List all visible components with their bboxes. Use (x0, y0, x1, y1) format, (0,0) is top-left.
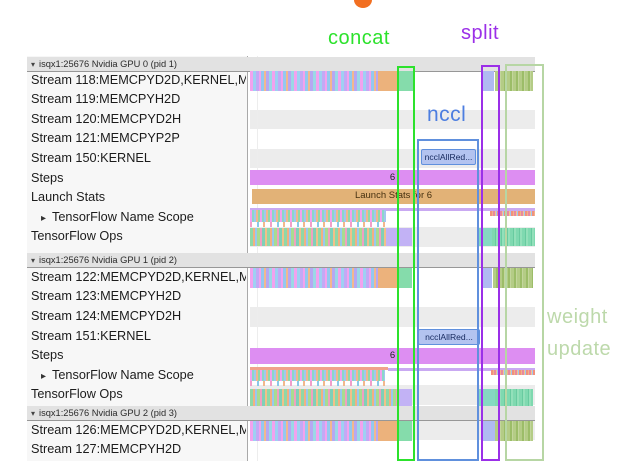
annotation-label-split: split (461, 22, 500, 44)
expanded-icon: ▾ (31, 409, 36, 418)
event-bar-name-scope-gpu0[interactable] (250, 210, 386, 222)
event-bar-tf-ops-right-gpu1[interactable] (495, 388, 533, 406)
event-bar-nccl-allreduce-gpu0[interactable]: ncclAllRed... (421, 148, 476, 165)
collapsed-icon: ▸ (41, 212, 47, 224)
annotation-label-nccl: nccl (427, 103, 467, 126)
event-bar-tf-ops-gpu0[interactable] (250, 228, 386, 247)
expanded-icon: ▾ (31, 255, 36, 265)
event-bar-stream126-concat[interactable] (397, 421, 412, 441)
annotation-label-weight: weight (547, 306, 608, 328)
process-header-gpu1[interactable]: ▾isqx1:25676 Nvidia GPU 1 (pid 2) (27, 252, 535, 268)
track-label-stream-150: Stream 150:KERNEL (31, 150, 151, 165)
collapsed-icon: ▸ (41, 370, 47, 382)
event-bar-name-scope-cluster-gpu1[interactable] (491, 369, 535, 375)
event-bar-steps-gpu0[interactable]: 6 (250, 169, 535, 186)
track-label-stream-119: Stream 119:MEMCPYH2D (31, 92, 181, 107)
event-bar-stream122-kernels[interactable] (250, 268, 378, 288)
event-bar-tf-ops-gpu1[interactable] (250, 388, 398, 406)
track-label-tf-ops-gpu0: TensorFlow Ops (31, 229, 123, 244)
event-bar-stream126-weight-update[interactable] (495, 421, 533, 441)
event-bar-stream118-weight-update[interactable] (495, 71, 533, 91)
process-header-gpu2[interactable]: ▾isqx1:25676 Nvidia GPU 2 (pid 3) (27, 406, 535, 421)
row-stripe (250, 109, 535, 130)
track-label-name-scope-gpu0[interactable]: ▸TensorFlow Name Scope (31, 208, 256, 228)
process-header-label: isqx1:25676 Nvidia GPU 0 (pid 1) (39, 58, 177, 69)
event-bar-stream118-split[interactable] (481, 71, 494, 91)
event-bar-stream126-split[interactable] (481, 421, 495, 441)
event-bar-stream118-orange[interactable] (378, 71, 397, 91)
track-label-name-scope-gpu1[interactable]: ▸TensorFlow Name Scope (31, 366, 256, 386)
annotation-box-nccl (417, 139, 479, 461)
event-bar-stream122-split[interactable] (483, 268, 492, 288)
event-bar-stream118-kernels[interactable] (250, 71, 378, 91)
row-stripe (250, 307, 535, 327)
event-bar-stream122-orange[interactable] (378, 268, 397, 288)
event-bar-name-scope-ticks-gpu1[interactable] (250, 380, 385, 386)
track-label-steps-gpu1: Steps (31, 348, 64, 363)
process-header-label: isqx1:25676 Nvidia GPU 1 (pid 2) (39, 254, 177, 265)
track-label-stream-151: Stream 151:KERNEL (31, 328, 151, 343)
orange-dot-icon (354, 0, 372, 8)
event-bar-steps-gpu1[interactable]: 6 (250, 348, 535, 364)
annotation-box-concat (397, 66, 415, 461)
track-label-stream-118: Stream 118:MEMCPYD2D,KERNEL,ME (31, 72, 246, 87)
track-label-stream-127: Stream 127:MEMCPYH2D (31, 442, 182, 457)
event-bar-stream126-kernels[interactable] (250, 421, 378, 441)
annotation-label-update: update (547, 338, 612, 360)
event-bar-stream122-weight-update[interactable] (493, 268, 533, 288)
track-label-stream-126: Stream 126:MEMCPYD2D,KERNEL,MI (31, 422, 246, 437)
track-label-stream-120: Stream 120:MEMCPYD2H (31, 111, 182, 126)
track-label-stream-123: Stream 123:MEMCPYH2D (31, 289, 182, 304)
track-label-stream-122: Stream 122:MEMCPYD2D,KERNEL,MI (31, 269, 246, 284)
event-bar-name-scope-cluster-gpu0[interactable] (490, 211, 535, 216)
event-bar-stream118-concat[interactable] (397, 71, 414, 91)
event-bar-name-scope-salmon-gpu1[interactable] (250, 366, 388, 370)
process-header-gpu0[interactable]: ▾isqx1:25676 Nvidia GPU 0 (pid 1) (27, 56, 535, 72)
track-label-launch-stats: Launch Stats (31, 190, 106, 205)
annotation-label-concat: concat (328, 27, 390, 49)
track-label-steps-gpu0: Steps (31, 170, 64, 185)
track-label-tf-ops-gpu1: TensorFlow Ops (31, 387, 123, 402)
event-bar-name-scope-gpu1[interactable] (250, 369, 385, 381)
event-bar-name-scope-ticks-gpu0[interactable] (250, 222, 386, 227)
event-bar-name-scope-line-gpu1[interactable] (388, 367, 535, 371)
event-bar-tf-ops-teal-gpu0[interactable] (477, 228, 492, 247)
event-bar-stream126-orange[interactable] (378, 421, 397, 441)
process-header-label: isqx1:25676 Nvidia GPU 2 (pid 3) (39, 408, 177, 418)
track-label-stream-124: Stream 124:MEMCPYD2H (31, 309, 182, 323)
event-bar-stream122-concat[interactable] (397, 268, 412, 288)
event-bar-tf-ops-lavender-gpu1[interactable] (398, 388, 412, 406)
event-bar-tf-ops-lavender-gpu0[interactable] (386, 228, 412, 247)
expanded-icon: ▾ (31, 59, 36, 69)
event-bar-launch-stats-gpu0[interactable]: Launch Stats for 6 (252, 189, 535, 204)
event-bar-name-scope-line-gpu0[interactable] (250, 207, 535, 211)
annotation-box-split (481, 65, 500, 461)
annotation-box-weight-update (505, 64, 544, 461)
event-bar-tf-ops-right-gpu0[interactable] (492, 228, 535, 247)
track-label-stream-121: Stream 121:MEMCPYP2P (31, 131, 180, 146)
